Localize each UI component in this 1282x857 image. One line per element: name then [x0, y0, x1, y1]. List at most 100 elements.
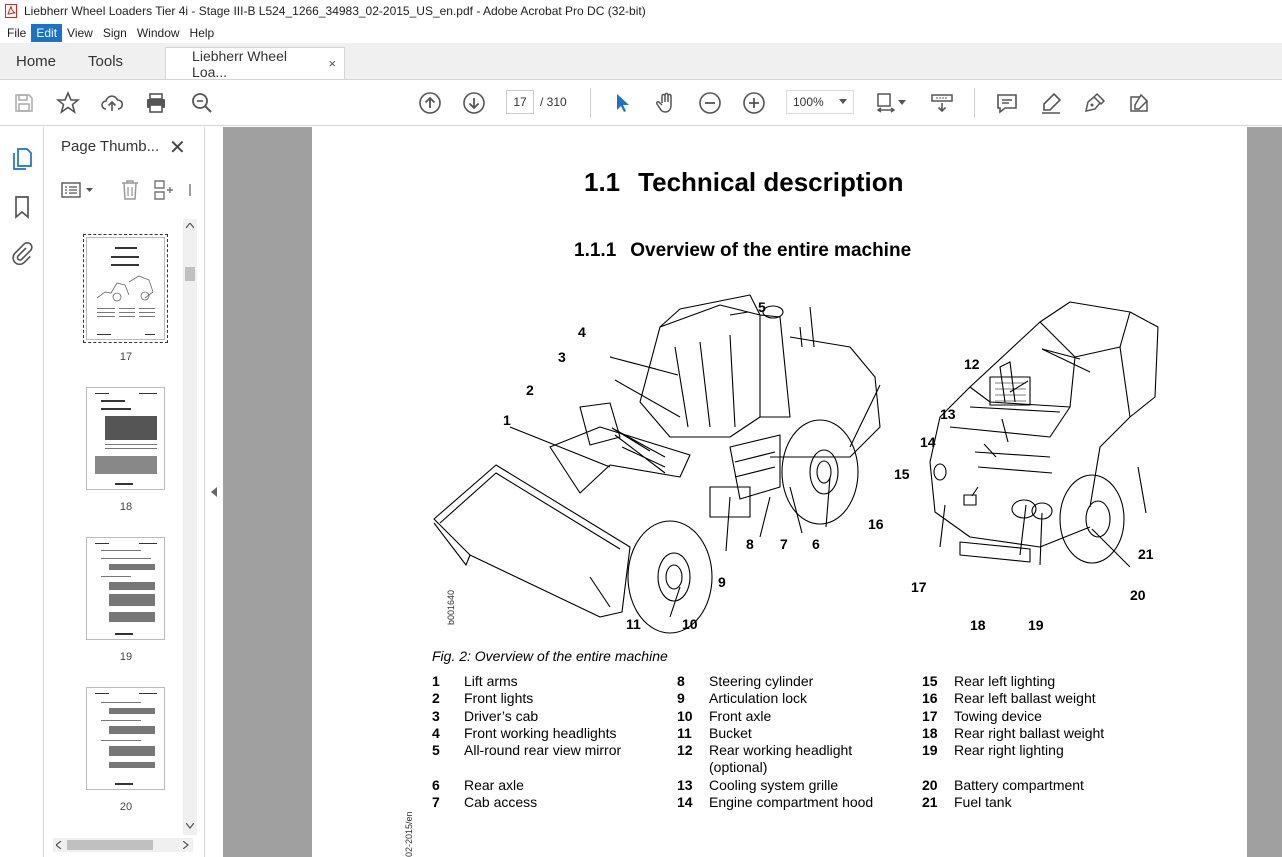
scrollbar-thumb[interactable]	[185, 267, 195, 281]
scroll-right-icon[interactable]	[183, 841, 189, 849]
rotate-page-icon[interactable]	[151, 178, 175, 205]
title-bar: Liebherr Wheel Loaders Tier 4i - Stage I…	[0, 0, 1282, 22]
legend-row: 19 Rear right lighting	[922, 742, 1104, 759]
toolbar	[0, 80, 1282, 126]
hand-tool-icon[interactable]	[654, 91, 678, 115]
legend-number: 8	[677, 673, 685, 689]
scroll-mode-icon[interactable]	[930, 91, 954, 115]
menu-help[interactable]: Help	[189, 25, 215, 40]
page-fit-icon[interactable]	[874, 91, 898, 115]
tab-close-button[interactable]: ×	[328, 56, 337, 71]
legend-text: Front axle	[709, 707, 772, 724]
legend-number: 19	[922, 742, 938, 759]
chevron-down-icon	[839, 99, 847, 104]
callout-3: 3	[558, 349, 566, 365]
legend-number: 18	[922, 724, 938, 741]
zoom-select[interactable]: 100%	[786, 90, 854, 114]
zoom-search-icon[interactable]	[190, 91, 214, 115]
callout-1: 1	[503, 412, 511, 428]
print-icon[interactable]	[144, 91, 168, 115]
section-number: 1.1	[584, 167, 621, 197]
page-thumbnails-icon[interactable]	[10, 147, 34, 171]
thumbnail-options-icon[interactable]	[61, 180, 95, 203]
legend-text: Engine compartment hood	[709, 794, 874, 811]
upload-cloud-icon[interactable]	[100, 91, 124, 115]
scroll-up-icon[interactable]	[186, 223, 194, 229]
menu-window[interactable]: Window	[136, 25, 180, 40]
callout-10: 10	[682, 616, 698, 632]
panel-collapse-handle[interactable]	[205, 127, 223, 857]
thumbnail-label: 17	[119, 351, 133, 363]
menu-file[interactable]: File	[7, 25, 27, 40]
legend-text: All-round rear view mirror	[464, 742, 622, 759]
thumbnail-page-20[interactable]	[86, 687, 165, 790]
subsection-title: Overview of the entire machine	[630, 240, 912, 261]
menu-sign[interactable]: Sign	[102, 25, 127, 40]
bookmark-star-icon[interactable]	[56, 91, 80, 115]
page-total-label: / 310	[540, 95, 567, 109]
zoom-value: 100%	[793, 95, 824, 109]
thumbnail-page-19[interactable]	[86, 537, 165, 640]
fill-sign-icon[interactable]	[1127, 91, 1151, 115]
toolbar-separator	[974, 88, 975, 118]
attachments-icon[interactable]	[10, 241, 34, 265]
tab-home[interactable]: Home	[16, 52, 57, 70]
legend-row	[432, 759, 621, 776]
tab-tools[interactable]: Tools	[88, 52, 124, 70]
callout-14: 14	[920, 434, 936, 450]
acrobat-icon	[4, 3, 18, 19]
delete-page-icon[interactable]	[119, 178, 141, 205]
zoom-out-icon[interactable]	[698, 91, 722, 115]
legend-text: Driver’s cab	[464, 707, 539, 724]
menu-view[interactable]: View	[67, 25, 93, 40]
legend-number: 12	[677, 742, 693, 759]
thumbnail-page-17[interactable]	[83, 234, 168, 343]
zoom-in-icon[interactable]	[742, 91, 766, 115]
callout-13: 13	[940, 406, 956, 422]
comment-icon[interactable]	[995, 91, 1019, 115]
legend-row: 10 Front axle	[677, 708, 873, 725]
save-icon[interactable]	[12, 91, 36, 115]
legend-text: Fuel tank	[954, 794, 1012, 811]
thumbnail-vertical-scrollbar[interactable]	[183, 219, 197, 835]
legend-number: 21	[922, 794, 938, 811]
window-title: Liebherr Wheel Loaders Tier 4i - Stage I…	[24, 4, 646, 18]
callout-5: 5	[758, 299, 766, 315]
select-cursor-icon[interactable]	[610, 91, 634, 115]
legend-number: 10	[677, 707, 693, 724]
legend-text: Bucket	[709, 724, 752, 741]
legend-text: Rear right lighting	[954, 742, 1064, 759]
page-fit-dropdown-icon[interactable]	[896, 91, 908, 115]
page-number-input[interactable]	[506, 90, 534, 114]
highlight-pen-icon[interactable]	[1039, 91, 1063, 115]
scrollbar-thumb[interactable]	[67, 840, 153, 850]
callout-4: 4	[578, 324, 586, 340]
previous-page-icon[interactable]	[418, 91, 442, 115]
thumbnail-page-18[interactable]	[86, 387, 165, 490]
legend-number: 2	[432, 690, 440, 707]
bookmarks-icon[interactable]	[10, 195, 34, 219]
thumbnail-label: 18	[119, 501, 133, 513]
section-title: Technical description	[638, 167, 904, 197]
next-page-icon[interactable]	[462, 91, 486, 115]
thumbnail-horizontal-scrollbar[interactable]	[53, 838, 193, 852]
sign-pen-icon[interactable]	[1083, 91, 1107, 115]
menu-edit[interactable]: Edit	[31, 23, 63, 42]
scroll-down-icon[interactable]	[186, 823, 194, 829]
panel-close-button[interactable]: ✕	[169, 137, 186, 159]
scroll-left-icon[interactable]	[56, 841, 62, 849]
legend-number: 16	[922, 690, 938, 707]
collapse-left-icon[interactable]	[211, 487, 217, 497]
more-tools-icon[interactable]	[185, 180, 193, 203]
tab-document[interactable]: Liebherr Wheel Loa... ×	[165, 47, 346, 80]
thumbnails-panel: Page Thumb... ✕	[45, 127, 205, 857]
